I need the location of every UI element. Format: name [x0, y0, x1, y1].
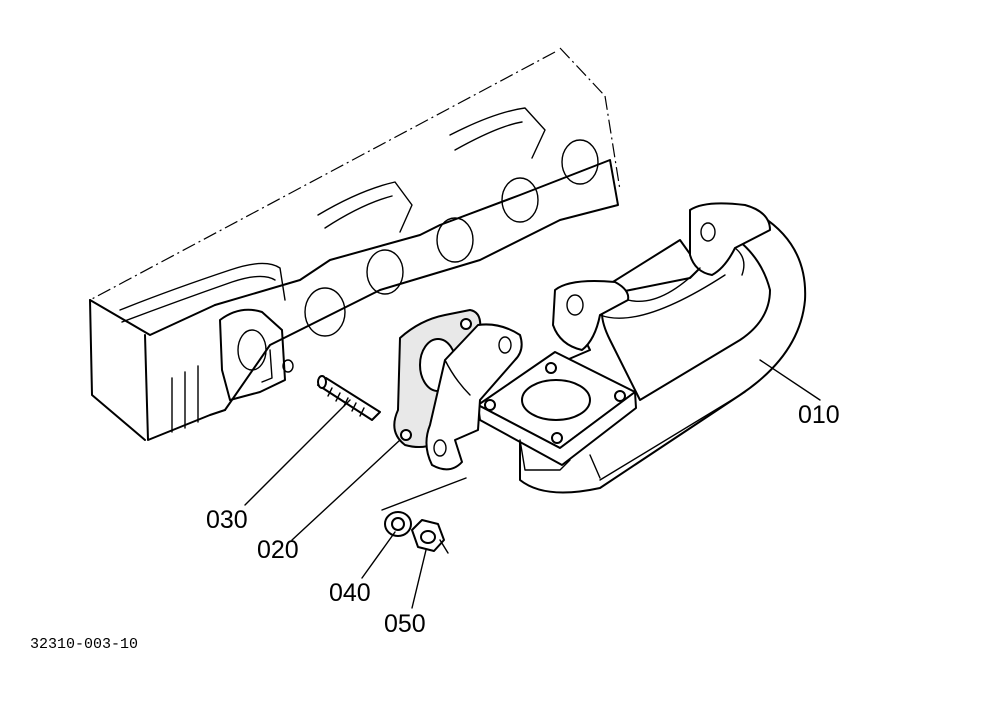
part-label-040: 040: [329, 579, 371, 607]
washer-040: [384, 511, 412, 537]
leader-lines: [244, 359, 821, 609]
leader-010: [759, 359, 821, 401]
leader-040: [361, 531, 396, 579]
leader-030: [244, 399, 351, 506]
leader-020: [291, 439, 401, 541]
assembly-line: [381, 477, 467, 554]
nut-050: [411, 519, 445, 552]
stud-030: [317, 375, 381, 421]
leader-050: [411, 549, 427, 609]
part-label-050: 050: [384, 610, 426, 638]
part-label-030: 030: [206, 506, 248, 534]
drawing-number: 32310-003-10: [30, 636, 138, 653]
exhaust-manifold-010: [425, 202, 807, 494]
cylinder-head: [89, 47, 621, 441]
part-label-020: 020: [257, 536, 299, 564]
part-label-010: 010: [798, 401, 840, 429]
